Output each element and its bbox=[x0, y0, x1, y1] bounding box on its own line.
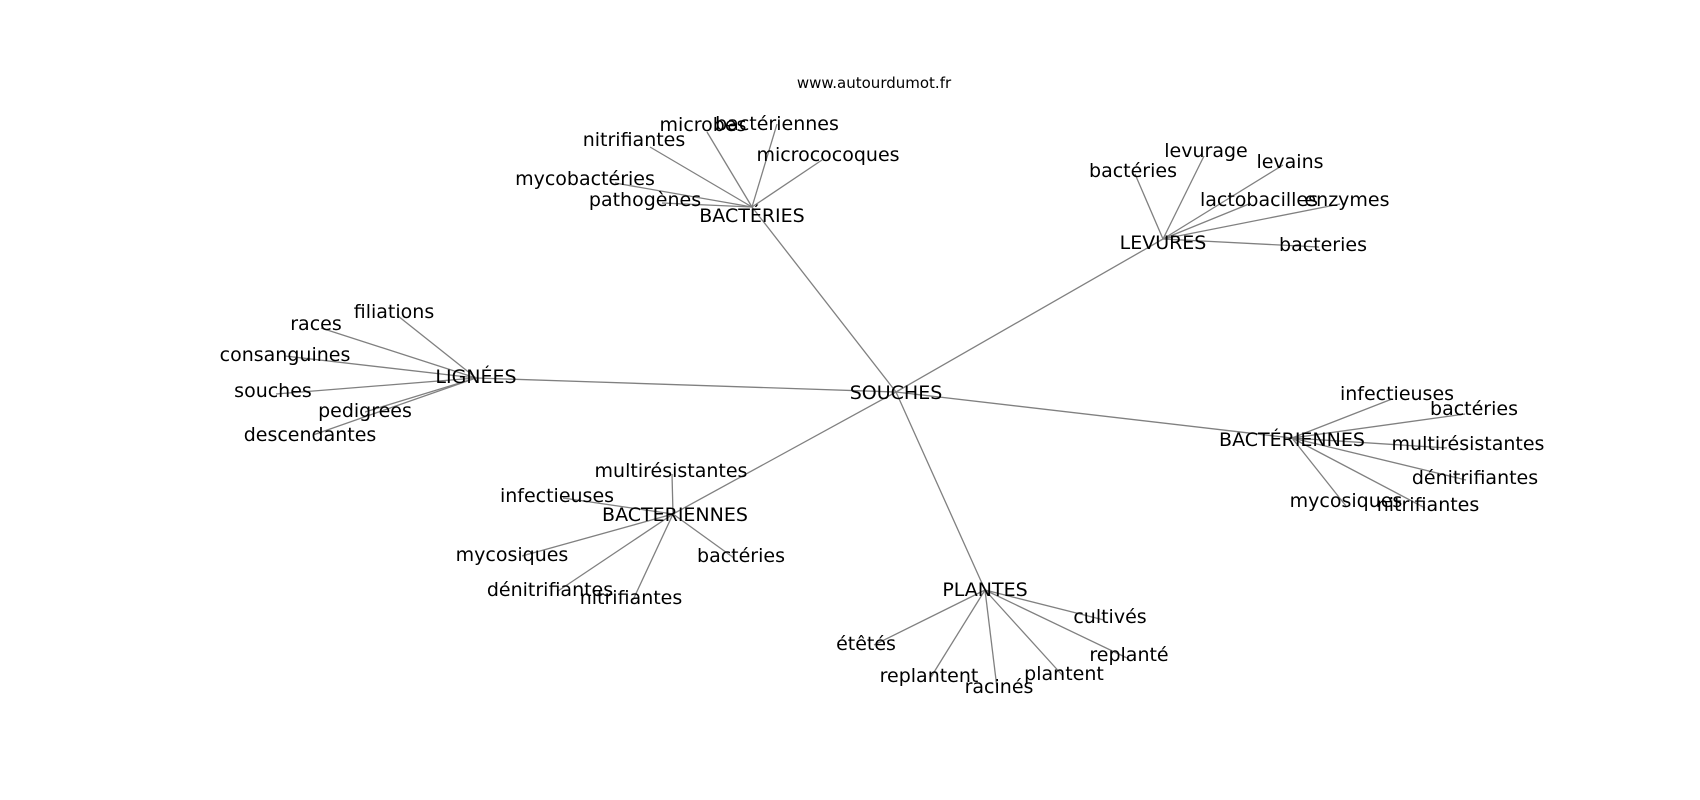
node-leaf-bacteriennes-right-nitrifiantes[interactable]: nitrifiantes bbox=[1377, 494, 1480, 516]
node-leaf-lignees-descendantes[interactable]: descendantes bbox=[244, 424, 377, 446]
edge-bacteriennes-left-mycosiques bbox=[521, 513, 674, 557]
edge-bacteries-top-mycobacteries bbox=[614, 182, 753, 208]
node-leaf-plantes-plantent[interactable]: plantent bbox=[1024, 663, 1104, 685]
node-leaf-lignees-pedigrees[interactable]: pedigrees bbox=[318, 400, 412, 422]
node-leaf-lignees-souches[interactable]: souches bbox=[234, 380, 312, 402]
node-hub-bacteriennes-right[interactable]: BACTÉRIENNES bbox=[1219, 428, 1365, 451]
edge-plantes-plantent bbox=[984, 589, 1064, 677]
edge-center-levures bbox=[895, 238, 1164, 393]
node-leaf-bacteriennes-left-nitrifiantes[interactable]: nitrifiantes bbox=[580, 587, 683, 609]
node-hub-lignees[interactable]: LIGNÉES bbox=[435, 365, 516, 388]
node-hub-levures[interactable]: LEVURES bbox=[1120, 232, 1207, 254]
node-leaf-levures-bacteries-plain[interactable]: bacteries bbox=[1279, 234, 1367, 256]
edge-bacteriennes-left-denitrifiantes bbox=[557, 513, 674, 592]
edge-plantes-racines bbox=[984, 589, 998, 689]
edge-bacteriennes-right-nitrifiantes bbox=[1291, 437, 1426, 509]
node-leaf-bacteriennes-left-infectieuses[interactable]: infectieuses bbox=[500, 485, 614, 507]
node-leaf-levures-bacteries[interactable]: bactéries bbox=[1089, 160, 1177, 182]
edge-center-bacteriennes-right bbox=[895, 391, 1293, 439]
node-leaf-bacteries-top-bacteriennes[interactable]: bactériennes bbox=[715, 113, 839, 135]
edge-bacteriennes-right-bacteries bbox=[1291, 413, 1466, 439]
node-leaf-bacteries-top-microbes[interactable]: microbes bbox=[660, 114, 747, 136]
node-leaf-bacteries-top-nitrifiantes[interactable]: nitrifiantes bbox=[583, 129, 686, 151]
edge-lignees-consanguines bbox=[284, 355, 477, 379]
edge-lignees-races bbox=[320, 327, 477, 379]
node-leaf-bacteries-top-mycobacteries[interactable]: mycobactéries bbox=[515, 168, 655, 190]
edge-levures-levurage bbox=[1162, 155, 1205, 240]
node-leaf-bacteriennes-right-multiresistantes[interactable]: multirésistantes bbox=[1392, 433, 1545, 455]
node-leaf-levures-levains[interactable]: levains bbox=[1256, 151, 1323, 173]
edge-bacteries-top-micrococoques bbox=[751, 159, 823, 208]
node-leaf-lignees-filiations[interactable]: filiations bbox=[354, 301, 434, 323]
edge-lignees-pedigrees bbox=[364, 377, 477, 413]
edge-bacteriennes-right-mycosiques bbox=[1291, 437, 1347, 507]
edge-levures-bacteries bbox=[1134, 173, 1164, 240]
edge-plantes-replante bbox=[984, 589, 1128, 659]
site-label: www.autourdumot.fr bbox=[797, 74, 952, 92]
node-leaf-bacteriennes-left-mycosiques[interactable]: mycosiques bbox=[456, 544, 569, 566]
node-leaf-levures-levurage[interactable]: levurage bbox=[1164, 140, 1247, 162]
edge-bacteries-top-pathogenes bbox=[661, 202, 753, 208]
edge-plantes-replantent bbox=[930, 589, 986, 678]
node-leaf-plantes-cultives[interactable]: cultivés bbox=[1073, 606, 1146, 628]
edge-bacteriennes-right-infectieuses bbox=[1291, 398, 1393, 439]
node-leaf-bacteriennes-right-infectieuses[interactable]: infectieuses bbox=[1340, 383, 1454, 405]
node-leaf-lignees-races[interactable]: races bbox=[290, 313, 342, 335]
edges bbox=[275, 123, 1467, 689]
edge-center-lignees bbox=[475, 377, 897, 393]
node-leaf-bacteriennes-left-denitrifiantes[interactable]: dénitrifiantes bbox=[487, 579, 613, 601]
edge-levures-levains bbox=[1162, 164, 1284, 240]
node-leaf-plantes-replante[interactable]: replanté bbox=[1089, 644, 1168, 666]
node-leaf-plantes-etetes[interactable]: étêtés bbox=[836, 633, 896, 655]
edge-center-bacteriennes-left bbox=[672, 391, 897, 515]
edge-bacteriennes-left-multiresistantes bbox=[671, 473, 674, 515]
node-leaf-plantes-racines[interactable]: racinés bbox=[965, 676, 1034, 698]
edge-bacteries-top-nitrifiantes bbox=[649, 146, 753, 208]
edge-center-plantes bbox=[895, 391, 986, 591]
edge-bacteriennes-right-multiresistantes bbox=[1291, 437, 1448, 449]
node-leaf-levures-lactobacilles[interactable]: lactobacilles bbox=[1200, 189, 1318, 211]
node-leaf-bacteries-top-pathogenes[interactable]: pathogènes bbox=[589, 189, 701, 211]
edge-levures-enzymes bbox=[1162, 203, 1341, 240]
edge-bacteriennes-left-nitrifiantes bbox=[632, 513, 674, 601]
edge-bacteries-top-microbes bbox=[706, 131, 753, 208]
node-leaf-bacteriennes-left-bacteries[interactable]: bactéries bbox=[697, 545, 785, 567]
node-leaf-bacteriennes-right-denitrifiantes[interactable]: dénitrifiantes bbox=[1412, 467, 1538, 489]
edge-lignees-filiations bbox=[397, 315, 477, 379]
node-leaf-bacteries-top-micrococoques[interactable]: micrococoques bbox=[756, 144, 899, 166]
node-hub-bacteriennes-left[interactable]: BACTERIENNES bbox=[602, 504, 748, 526]
edge-plantes-etetes bbox=[873, 589, 986, 646]
edge-center-bacteries-top bbox=[751, 206, 897, 393]
edge-bacteriennes-right-denitrifiantes bbox=[1291, 437, 1467, 481]
node-hub-bacteries-top[interactable]: BACTÉRIES bbox=[699, 204, 804, 227]
node-leaf-levures-enzymes[interactable]: enzymes bbox=[1304, 189, 1389, 211]
node-leaf-plantes-replantent[interactable]: replantent bbox=[880, 665, 979, 687]
edge-lignees-descendantes bbox=[312, 377, 477, 436]
edge-bacteries-top-bacteriennes bbox=[751, 123, 778, 208]
edge-levures-bacteries-plain bbox=[1162, 238, 1320, 248]
node-labels: SOUCHES BACTÉRIES mycobactéries nitrifiante… bbox=[220, 113, 1545, 698]
node-leaf-bacteriennes-right-mycosiques[interactable]: mycosiques bbox=[1290, 490, 1403, 512]
edge-bacteriennes-left-bacteries bbox=[672, 513, 735, 559]
edge-plantes-cultives bbox=[984, 589, 1105, 621]
node-leaf-bacteriennes-left-multiresistantes[interactable]: multirésistantes bbox=[595, 460, 748, 482]
edge-levures-lactobacilles bbox=[1162, 203, 1250, 240]
node-center-souches[interactable]: SOUCHES bbox=[850, 382, 943, 404]
node-leaf-lignees-consanguines[interactable]: consanguines bbox=[220, 344, 351, 366]
node-hub-plantes[interactable]: PLANTES bbox=[942, 579, 1027, 601]
edge-lignees-souches bbox=[275, 377, 477, 395]
edge-bacteriennes-left-infectieuses bbox=[562, 497, 674, 515]
node-leaf-bacteriennes-right-bacteries[interactable]: bactéries bbox=[1430, 398, 1518, 420]
